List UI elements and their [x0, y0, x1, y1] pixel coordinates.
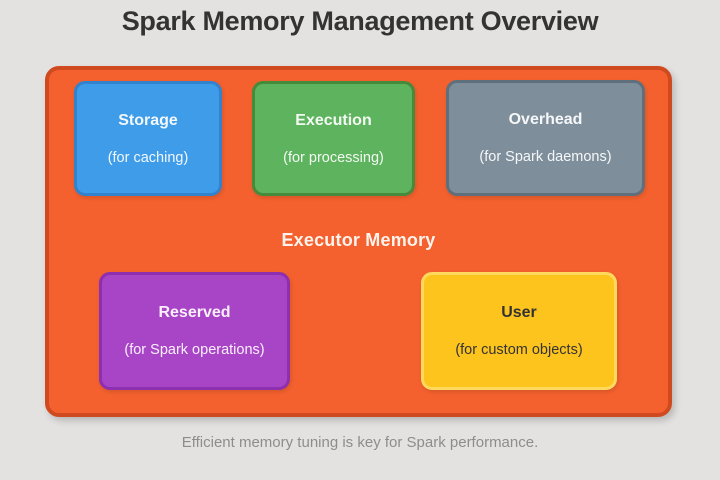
- overhead-sublabel: (for Spark daemons): [479, 149, 612, 165]
- executor-memory-container: Storage (for caching) Execution (for pro…: [45, 66, 672, 417]
- execution-sublabel: (for processing): [283, 149, 384, 166]
- storage-sublabel: (for caching): [107, 149, 189, 166]
- execution-label: Execution: [295, 111, 372, 129]
- storage-block: Storage (for caching): [74, 81, 222, 196]
- user-label: User: [501, 304, 537, 321]
- reserved-block: Reserved (for Spark operations): [99, 272, 290, 390]
- storage-label: Storage: [118, 111, 178, 129]
- overhead-label: Overhead: [508, 111, 583, 128]
- reserved-sublabel: (for Spark operations): [124, 342, 265, 358]
- execution-block: Execution (for processing): [252, 81, 415, 196]
- reserved-label: Reserved: [158, 304, 231, 321]
- user-block: User (for custom objects): [421, 272, 617, 390]
- executor-memory-label: Executor Memory: [281, 230, 436, 250]
- user-sublabel: (for custom objects): [455, 342, 583, 358]
- page-caption: Efficient memory tuning is key for Spark…: [181, 434, 539, 451]
- overhead-block: Overhead (for Spark daemons): [446, 80, 645, 196]
- page-title: Spark Memory Management Overview: [121, 6, 599, 36]
